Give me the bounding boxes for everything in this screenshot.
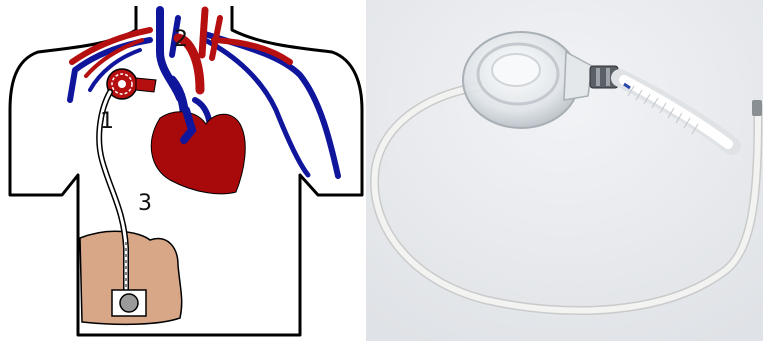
cable-end-connector bbox=[752, 100, 762, 116]
device-photo bbox=[366, 0, 763, 341]
callout-1: 1 bbox=[100, 109, 114, 134]
skin-port-device bbox=[112, 290, 146, 316]
diagram-svg: 1 2 3 bbox=[0, 0, 366, 341]
lvad-schematic-diagram: 1 2 3 bbox=[0, 0, 366, 341]
photo-svg bbox=[366, 0, 763, 341]
callout-3: 3 bbox=[138, 191, 152, 216]
callout-2: 2 bbox=[174, 27, 188, 52]
